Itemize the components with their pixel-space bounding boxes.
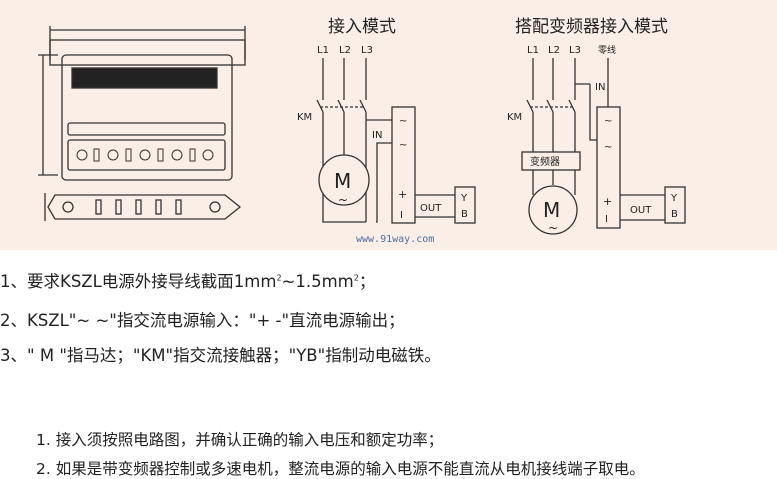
phase-l2-label: L2 <box>548 45 560 56</box>
mode1-title: 接入模式 <box>328 17 396 37</box>
ac-terminal-2: ~ <box>399 140 407 151</box>
minus-terminal: I <box>400 210 403 221</box>
phase-l1-label: L1 <box>527 45 539 56</box>
note-1: 1. 接入须按照电路图，并确认正确的输入电压和额定功率； <box>36 431 444 449</box>
note-2: 2. 如果是带变频器控制或多速电机，整流电源的输入电源不能直流从电机接线端子取电… <box>36 460 645 478</box>
phase-l1-label: L1 <box>317 45 329 56</box>
inverter-connection-diagram: 搭配变频器接入模式 L1 L2 L3 零线 KM IN 变频器 M ~ ~ ~ … <box>507 17 686 235</box>
requirement-1-text: 1、要求KSZL电源外接导线截面1mm <box>0 272 277 291</box>
superscript: 2 <box>353 273 359 283</box>
out-label: OUT <box>630 205 652 216</box>
phase-l3-label: L3 <box>361 45 373 56</box>
motor-label: M <box>334 169 351 193</box>
motor-ac-symbol: ~ <box>548 221 558 235</box>
requirement-3: 3、" M "指马达；"KM"指交流接触器；"YB"指制动电磁铁。 <box>0 346 441 365</box>
ac-terminal-2: ~ <box>604 142 612 153</box>
requirement-1: 1、要求KSZL电源外接导线截面1mm2~1.5mm2； <box>0 268 375 292</box>
inverter-label: 变频器 <box>530 155 560 168</box>
motor-ac-symbol: ~ <box>338 193 348 207</box>
mode2-title: 搭配变频器接入模式 <box>515 17 668 37</box>
requirement-1-text-b: ~1.5mm <box>281 272 354 291</box>
in-label: IN <box>595 82 605 93</box>
minus-terminal: I <box>605 214 608 225</box>
motor-label: M <box>543 198 560 222</box>
in-label: IN <box>372 130 382 141</box>
km-label: KM <box>507 112 522 123</box>
requirement-2: 2、KSZL"~ ~"指交流电源输入："+ -"直流电源输出； <box>0 311 405 330</box>
brake-b-label: B <box>461 209 468 220</box>
direct-connection-diagram: 接入模式 L1 L2 L3 KM M ~ IN ~ ~ + I OUT Y B … <box>297 17 476 245</box>
phase-l2-label: L2 <box>339 45 351 56</box>
brake-y-label: Y <box>460 193 468 204</box>
plus-terminal: + <box>398 188 407 201</box>
device-drawing <box>38 26 246 221</box>
watermark: www.91way.com <box>356 234 434 245</box>
ac-terminal-1: ~ <box>399 116 407 127</box>
superscript: 2 <box>276 273 282 283</box>
phase-l3-label: L3 <box>569 45 581 56</box>
out-label: OUT <box>420 203 442 214</box>
brake-b-label: B <box>671 209 678 220</box>
km-label: KM <box>297 112 312 123</box>
brake-y-label: Y <box>670 193 678 204</box>
plus-terminal: + <box>603 195 612 208</box>
requirement-1-end: ； <box>358 272 376 291</box>
ac-terminal-1: ~ <box>604 116 612 127</box>
neutral-label: 零线 <box>598 44 616 56</box>
wiring-diagram: 接入模式 L1 L2 L3 KM M ~ IN ~ ~ + I OUT Y B … <box>0 0 777 250</box>
